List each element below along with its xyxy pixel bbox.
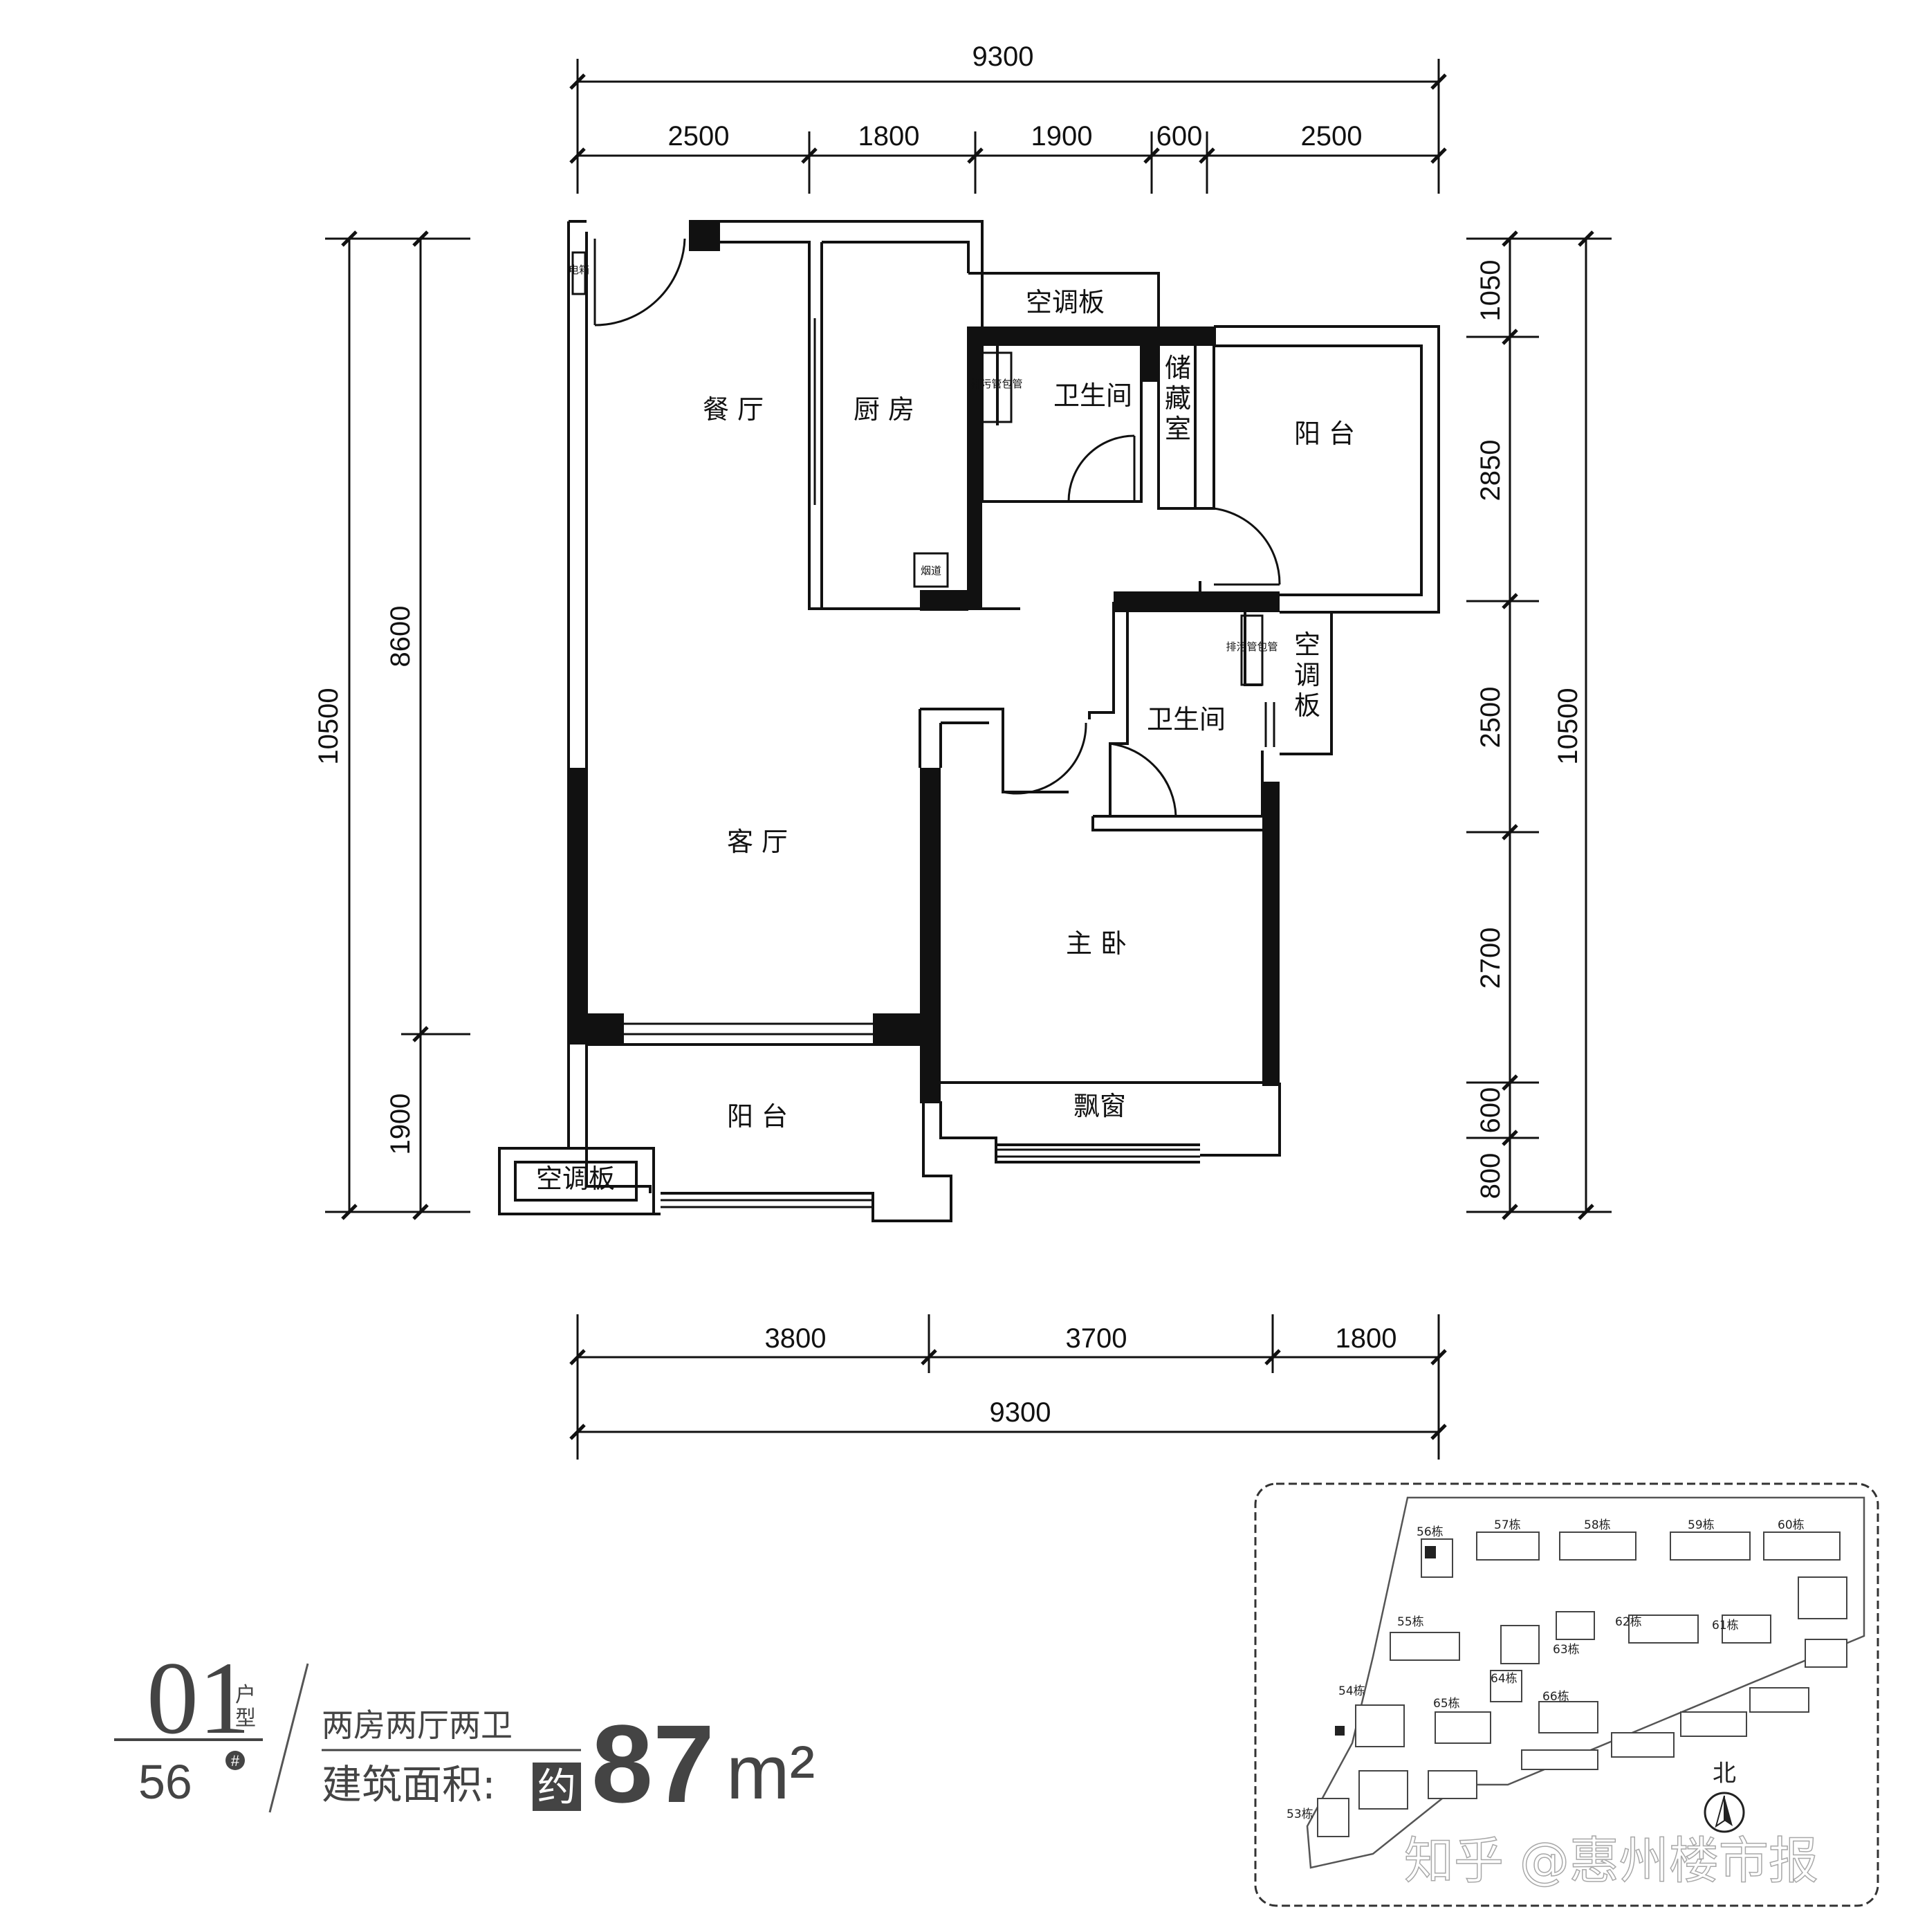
approx-badge: 约 [537, 1765, 576, 1810]
dim-bottom-seg-2: 3700 [1066, 1323, 1127, 1354]
room-balcony-top-label: 阳 台 [1294, 418, 1355, 449]
dim-bottom-total: 9300 [990, 1397, 1051, 1428]
compass-icon [1704, 1792, 1745, 1833]
dim-right-seg-4: 2700 [1475, 928, 1506, 989]
bldg-61: 61栋 [1712, 1619, 1739, 1632]
bldg-54: 54栋 [1338, 1684, 1365, 1698]
room-bay-window-label: 飘窗 [1073, 1091, 1126, 1121]
pipe-label-2: 排污管包管 [1226, 641, 1278, 653]
room-balcony-bottom-label: 阳 台 [727, 1101, 788, 1132]
room-bath-mid-label: 卫生间 [1147, 704, 1226, 735]
unit-info: 01 户型 56 # 两房两厅两卫 建筑面积: 约 87 m² [114, 1641, 815, 1825]
dim-right-seg-5: 600 [1475, 1087, 1506, 1134]
bldg-65: 65栋 [1433, 1697, 1460, 1711]
dimension-ticks [341, 73, 1594, 1440]
dim-top-seg-2: 1800 [858, 121, 920, 151]
dim-left-total: 10500 [313, 688, 344, 764]
bldg-56: 56栋 [1417, 1525, 1444, 1539]
site-plan: 56栋 57栋 58栋 59栋 60栋 55栋 63栋 62栋 61栋 64栋 … [1254, 1482, 1879, 1907]
north-label: 北 [1713, 1760, 1736, 1787]
room-bath-top-label: 卫生间 [1053, 380, 1132, 411]
bldg-60: 60栋 [1778, 1518, 1805, 1532]
dim-top-seg-3: 1900 [1031, 121, 1093, 151]
dim-bottom-seg-1: 3800 [765, 1323, 827, 1354]
room-living-label: 客 厅 [727, 827, 788, 857]
north-arrow-icon [1724, 1796, 1733, 1826]
layout-label: 两房两厅两卫 [322, 1706, 513, 1744]
room-master-label: 主 卧 [1066, 928, 1127, 959]
dim-top-seg-1: 2500 [668, 121, 730, 151]
bldg-57: 57栋 [1494, 1518, 1521, 1532]
flue-label: 烟道 [921, 564, 941, 577]
room-kitchen-label: 厨 房 [854, 394, 914, 425]
area-unit: m² [726, 1730, 815, 1815]
dim-right-total: 10500 [1553, 688, 1583, 764]
windows [624, 318, 1275, 1208]
area-label: 建筑面积: [322, 1761, 496, 1808]
building-number: 56 [138, 1755, 192, 1809]
dim-right-seg-3: 2500 [1475, 687, 1506, 748]
elec-box-label: 电箱 [569, 264, 589, 276]
dim-bottom-seg-3: 1800 [1336, 1323, 1397, 1354]
bldg-64: 64栋 [1491, 1672, 1518, 1686]
unit-type-label: 户型 [235, 1683, 256, 1731]
dim-top-total: 9300 [972, 42, 1034, 72]
pipe-label-1: 排污管包管 [970, 378, 1022, 390]
watermark: 知乎 @惠州楼市报 [1404, 1832, 1818, 1890]
unit-number: 01 [147, 1641, 250, 1756]
dim-left-seg-1: 8600 [385, 606, 416, 668]
room-ac-right-label: 空调板 [1294, 629, 1320, 721]
room-ac-top-label: 空调板 [1026, 287, 1105, 318]
bldg-58: 58栋 [1584, 1518, 1611, 1532]
area-value: 87 [591, 1702, 714, 1825]
bldg-55: 55栋 [1397, 1615, 1424, 1629]
bldg-63: 63栋 [1553, 1643, 1580, 1657]
fixtures [571, 251, 1264, 686]
room-storage-label: 储藏室 [1165, 353, 1191, 444]
dim-right-seg-2: 2850 [1475, 440, 1506, 502]
hash-mark: # [231, 1752, 240, 1769]
dimension-lines [325, 59, 1612, 1460]
dim-left-seg-2: 1900 [385, 1094, 416, 1155]
dim-top-seg-4: 600 [1156, 121, 1203, 151]
bldg-62: 62栋 [1615, 1615, 1642, 1629]
doors [593, 238, 1281, 818]
wall-solids [569, 220, 1280, 1103]
bldg-59: 59栋 [1688, 1518, 1715, 1532]
room-ac-bottom-label: 空调板 [536, 1163, 615, 1194]
bldg-53: 53栋 [1287, 1807, 1313, 1821]
dim-right-seg-1: 1050 [1475, 260, 1506, 322]
bldg-66: 66栋 [1542, 1690, 1569, 1704]
dim-right-seg-6: 800 [1475, 1153, 1506, 1199]
room-dining-label: 餐 厅 [703, 394, 764, 425]
dim-top-seg-5: 2500 [1301, 121, 1363, 151]
